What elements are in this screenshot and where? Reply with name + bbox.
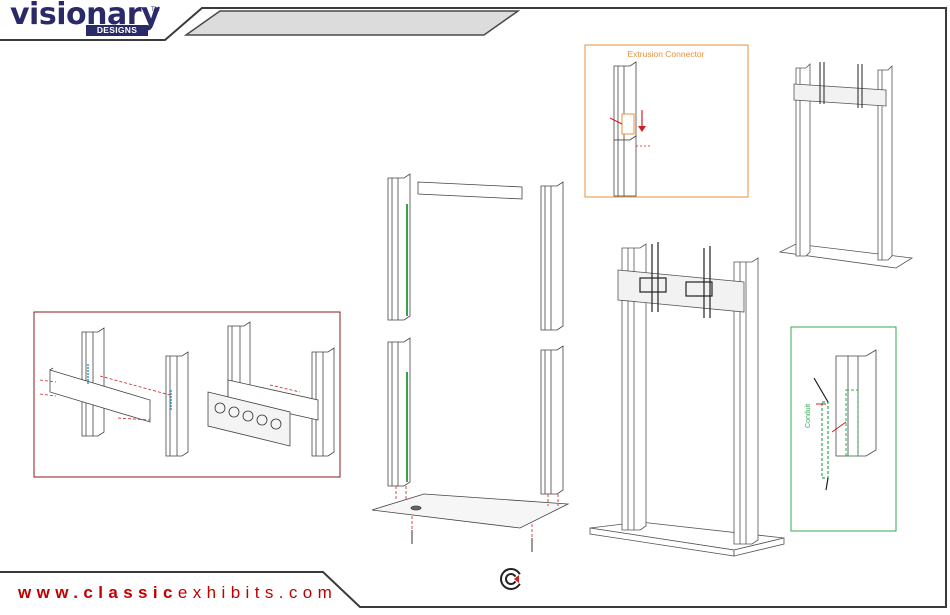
assembled-display-small: [780, 64, 912, 268]
logo-subtitle: DESIGNS: [86, 25, 148, 36]
conduit-label: Conduit: [805, 404, 812, 428]
extrusion-connector-box: [585, 45, 748, 197]
logo-trademark: TM: [151, 7, 160, 13]
header-title-bar: [186, 11, 518, 35]
bracket-detail-box: [34, 312, 340, 477]
exploded-frame-assembly: [372, 174, 568, 528]
website-prefix: www.: [18, 583, 83, 602]
extrusion-connector-label: Extrusion Connector: [586, 49, 746, 59]
website-suffix: exhibits.com: [178, 583, 337, 602]
classic-exhibits-logo-icon: [501, 569, 524, 589]
website-brand: classic: [83, 583, 178, 602]
assembled-display-large: [590, 244, 784, 556]
website-link[interactable]: www.classicexhibits.com: [18, 582, 337, 604]
conduit-detail-box: [791, 327, 896, 531]
